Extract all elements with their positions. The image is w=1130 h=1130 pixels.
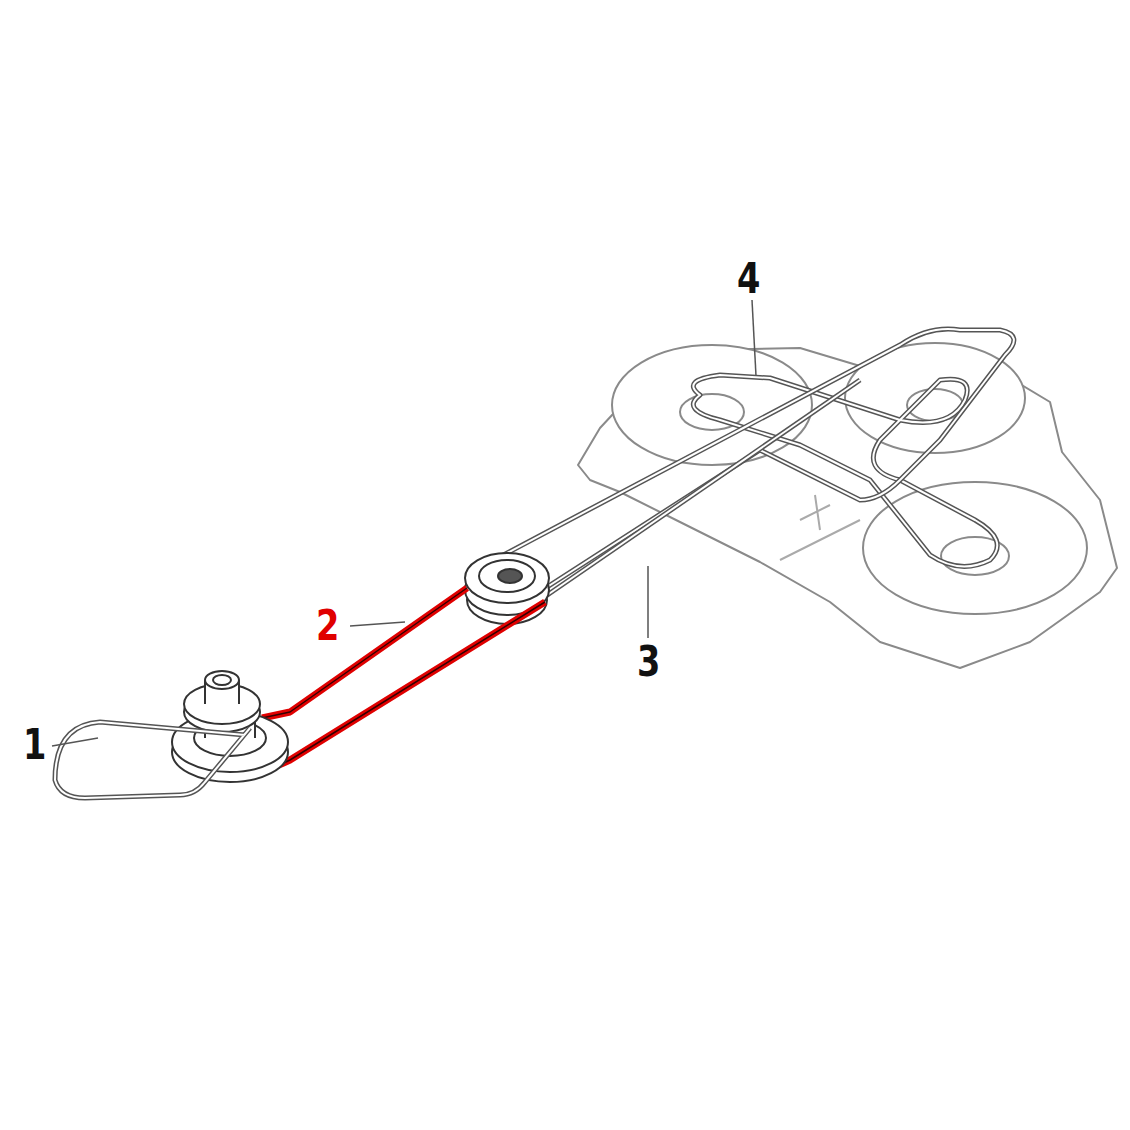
blade-housing [863, 482, 1087, 614]
engine-pulley [172, 671, 288, 782]
leader-line [647, 566, 649, 638]
drive-belt [475, 329, 1014, 598]
callout-number: 2 [314, 603, 341, 649]
callout-number: 3 [635, 639, 662, 685]
leader-line [752, 300, 756, 376]
highlighted-belt [190, 588, 545, 775]
leader-line [52, 738, 98, 746]
callout-number: 4 [735, 256, 762, 302]
idler-pulley [465, 553, 549, 624]
leader-line [350, 622, 405, 626]
callout-number: 1 [21, 722, 48, 768]
deck-belt [693, 375, 997, 566]
engine-belt [55, 722, 250, 798]
